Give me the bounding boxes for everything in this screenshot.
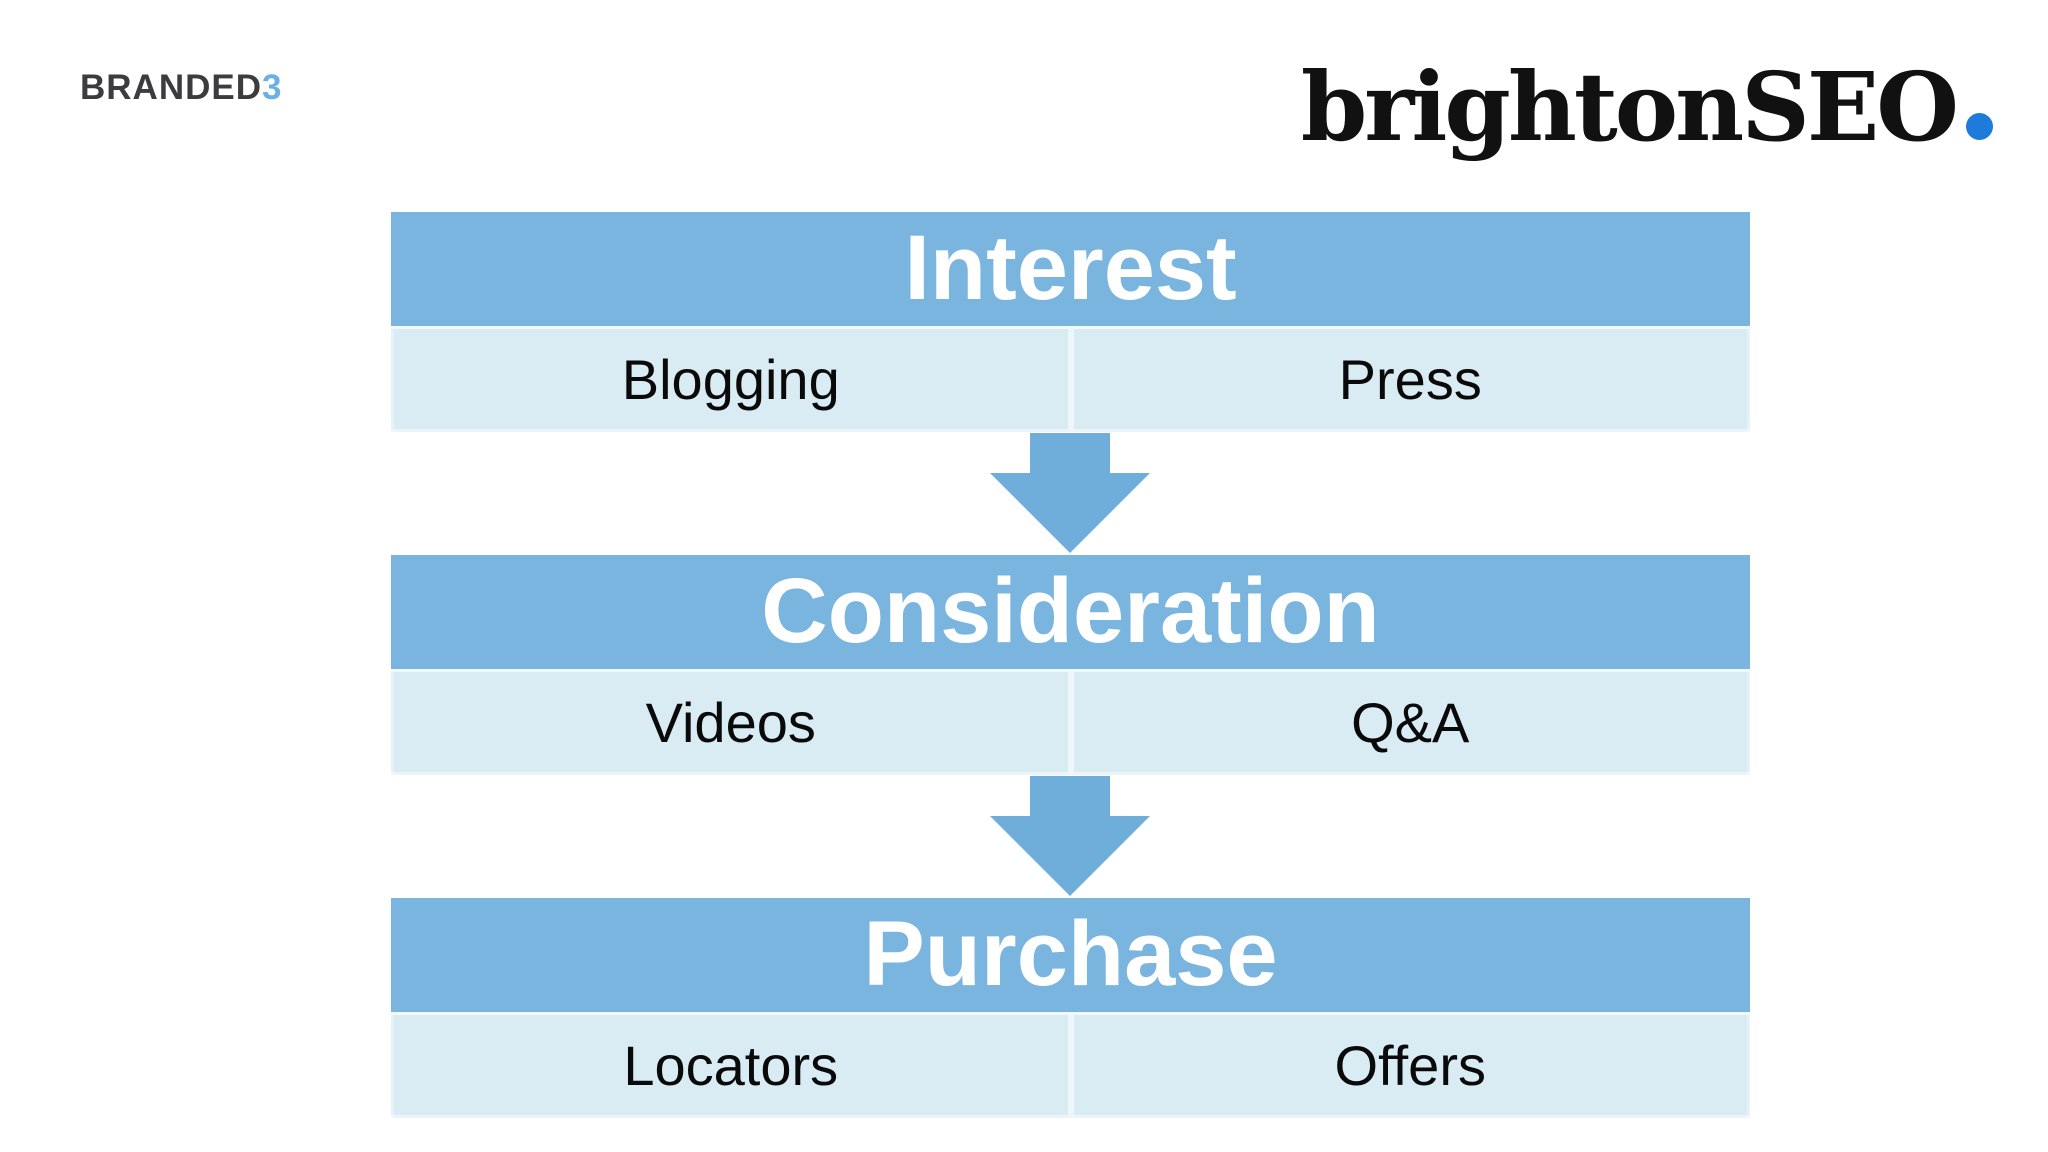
stage-tactic-cell: Offers [1334, 1034, 1486, 1097]
stage-tactics-row: Videos Q&A [391, 669, 1750, 775]
cell-divider [1067, 329, 1074, 432]
branded3-logo: BRANDED3 [80, 70, 282, 105]
stage-title: Interest [391, 212, 1750, 326]
stage-tactic-cell: Press [1338, 348, 1482, 411]
stage-tactics-row: Locators Offers [391, 1012, 1750, 1118]
stage-title: Purchase [391, 898, 1750, 1012]
stage-tactic-cell: Blogging [621, 348, 840, 411]
stage-tactics-row: Blogging Press [391, 326, 1750, 432]
brightonseo-logo: brightonSEO [1301, 58, 1993, 158]
cell-divider [1067, 672, 1074, 775]
stage-tactic-cell: Locators [623, 1034, 839, 1097]
down-arrow-stem [1030, 433, 1110, 475]
cell-divider [1067, 1015, 1074, 1118]
brightonseo-logo-text: brightonSEO [1300, 52, 1959, 163]
down-arrow-icon [990, 816, 1150, 896]
down-arrow-stem [1030, 776, 1110, 818]
branded3-logo-accent: 3 [262, 68, 283, 107]
down-arrow-icon [990, 473, 1150, 553]
stage-tactic-cell: Q&A [1351, 691, 1470, 754]
stage-title: Consideration [391, 555, 1750, 669]
stage-tactic-cell: Videos [645, 691, 816, 754]
branded3-logo-text: BRANDED [80, 68, 262, 107]
brightonseo-dot-icon [1966, 113, 1993, 140]
